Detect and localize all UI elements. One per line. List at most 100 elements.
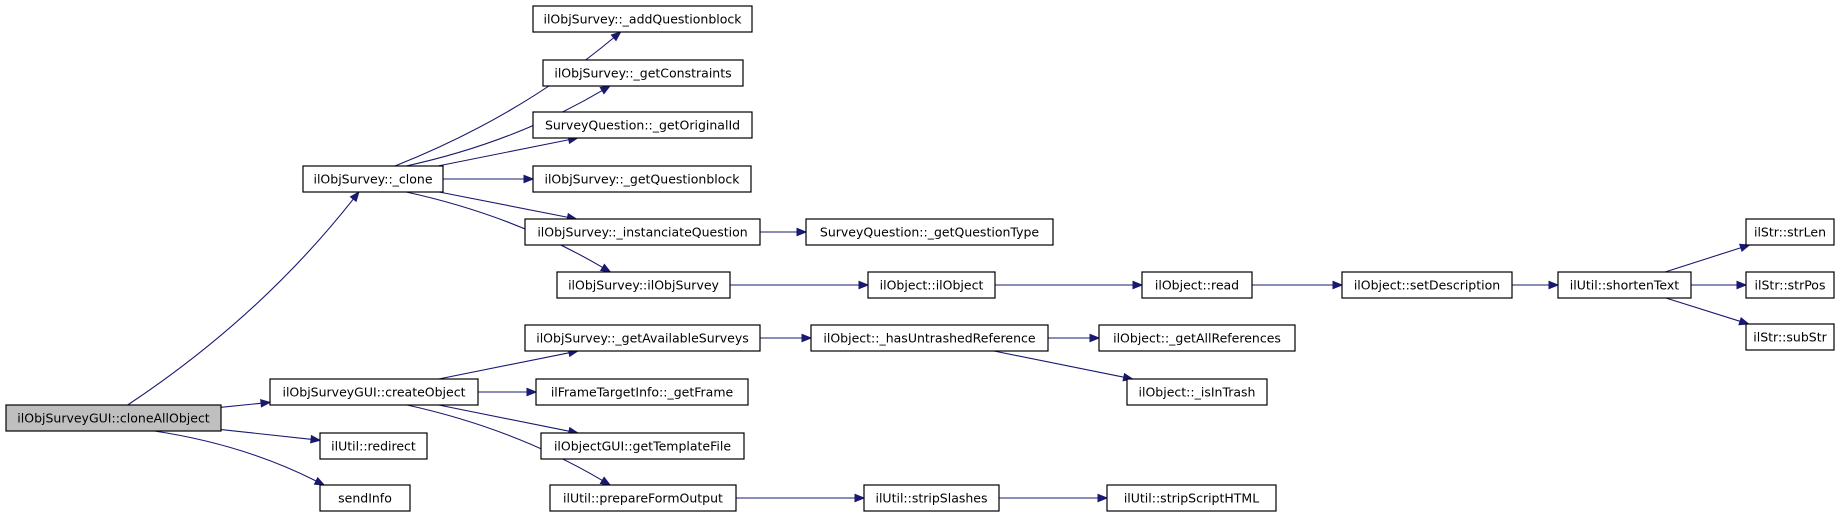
function-node[interactable]: ilUtil::shortenText (1557, 271, 1692, 299)
edge-n9-n11 (759, 227, 808, 237)
edge-n15-n16 (1664, 243, 1751, 273)
edge-line (406, 191, 603, 268)
node-label: ilStr::strPos (1755, 278, 1826, 293)
edge-line (438, 191, 568, 218)
function-node[interactable]: ilObjSurvey::_getConstraints (542, 59, 744, 87)
function-node[interactable]: ilUtil::stripSlashes (863, 484, 1000, 512)
function-node[interactable]: ilObject::read (1141, 271, 1253, 299)
node-box (1745, 218, 1835, 246)
function-node[interactable]: SurveyQuestion::_getQuestionType (805, 218, 1054, 246)
node-label: ilStr::subStr (1753, 330, 1827, 345)
edge-n1-n8 (443, 174, 535, 184)
call-graph-nodes: ilObjSurveyGUI::cloneAllObject ilObjSurve… (5, 5, 1835, 512)
arrowhead-icon (1736, 280, 1748, 290)
arrowhead-icon (1132, 280, 1144, 290)
node-box (556, 271, 731, 299)
edge-n23-n24 (1047, 333, 1101, 343)
node-label: ilStr::strLen (1754, 225, 1826, 240)
function-node[interactable]: ilStr::subStr (1745, 323, 1835, 351)
edge-line (127, 198, 354, 406)
function-node[interactable]: ilUtil::prepareFormOutput (549, 484, 737, 512)
function-node[interactable]: ilStr::strLen (1745, 218, 1835, 246)
function-node[interactable]: ilObjSurveyGUI::createObject (269, 378, 479, 406)
node-label: ilUtil::shortenText (1570, 278, 1679, 293)
node-box (867, 271, 996, 299)
function-node[interactable]: sendInfo (319, 484, 411, 512)
function-node[interactable]: ilObject::_hasUntrashedReference (810, 324, 1049, 352)
arrowhead-icon (801, 333, 813, 343)
edge-n12-n13 (995, 280, 1144, 290)
edge-n23-n25 (993, 350, 1134, 382)
edge-n15-n18 (1665, 297, 1750, 326)
arrowhead-icon (349, 190, 360, 203)
function-node[interactable]: ilObjSurvey::_instanciateQuestion (524, 218, 761, 246)
function-node[interactable]: ilObjSurvey::_clone (302, 165, 444, 193)
arrowhead-icon (1739, 243, 1751, 253)
function-node[interactable]: ilUtil::redirect (319, 432, 428, 460)
node-label: SurveyQuestion::_getQuestionType (820, 225, 1040, 240)
root-function-node[interactable]: ilObjSurveyGUI::cloneAllObject (5, 404, 222, 432)
function-node[interactable]: ilStr::strPos (1745, 271, 1835, 299)
edge-line (993, 350, 1124, 378)
edge-n10-n12 (730, 280, 870, 290)
edge-n0-n1 (127, 190, 360, 406)
arrowhead-icon (854, 493, 866, 503)
arrowhead-icon (1548, 280, 1560, 290)
node-label: ilObjSurvey::_getQuestionblock (544, 172, 740, 187)
node-label: ilObject::ilObject (880, 278, 984, 293)
function-node[interactable]: ilObject::ilObject (867, 271, 996, 299)
edge-line (438, 404, 570, 432)
arrowhead-icon (526, 387, 538, 397)
arrowhead-icon (599, 476, 612, 486)
node-box (535, 378, 749, 406)
function-node[interactable]: ilUtil::stripScriptHTML (1106, 484, 1277, 512)
edge-line (220, 402, 262, 408)
arrowhead-icon (310, 434, 322, 444)
node-box (805, 218, 1054, 246)
function-node[interactable]: ilObjSurvey::_getAvailableSurveys (524, 324, 761, 352)
node-box (532, 5, 753, 33)
edge-line (406, 404, 603, 481)
edge-n15-n17 (1691, 280, 1748, 290)
call-graph-edges (127, 31, 1751, 503)
function-node[interactable]: ilObjectGUI::getTemplateFile (540, 432, 745, 460)
arrowhead-icon (858, 280, 870, 290)
node-box (524, 324, 761, 352)
edge-line (154, 430, 317, 482)
node-box (1141, 271, 1253, 299)
function-node[interactable]: SurveyQuestion::_getOriginalId (532, 111, 753, 139)
node-label: ilObject::read (1155, 278, 1239, 293)
arrowhead-icon (796, 227, 808, 237)
edge-n22-n26 (736, 493, 866, 503)
function-node[interactable]: ilObject::_getAllReferences (1098, 324, 1296, 352)
function-node[interactable]: ilObject::setDescription (1341, 271, 1513, 299)
edge-n1-n6 (405, 85, 612, 167)
function-node[interactable]: ilObjSurvey::_addQuestionblock (532, 5, 753, 33)
arrowhead-icon (1738, 317, 1750, 326)
edge-n0-n3 (220, 429, 322, 444)
node-box (524, 218, 761, 246)
node-box (1098, 324, 1296, 352)
edge-n2-n22 (406, 404, 612, 486)
node-label: SurveyQuestion::_getOriginalId (545, 118, 740, 133)
function-node[interactable]: ilObjSurvey::_getQuestionblock (532, 165, 752, 193)
edge-line (1664, 247, 1741, 273)
edge-n2-n19 (438, 348, 580, 380)
edge-line (405, 90, 603, 167)
node-label: ilFrameTargetInfo::_getFrame (551, 385, 734, 400)
node-label: ilObjSurvey::_addQuestionblock (543, 12, 742, 27)
function-node[interactable]: ilFrameTargetInfo::_getFrame (535, 378, 749, 406)
edge-n1-n5 (394, 31, 622, 167)
node-box (319, 432, 428, 460)
node-label: ilObjSurveyGUI::cloneAllObject (17, 411, 210, 426)
function-node[interactable]: ilObjSurvey::ilObjSurvey (556, 271, 731, 299)
arrowhead-icon (523, 174, 535, 184)
node-label: ilObjSurvey::ilObjSurvey (568, 278, 719, 293)
node-box (810, 324, 1049, 352)
arrowhead-icon (599, 263, 612, 273)
node-box (1341, 271, 1513, 299)
node-box (269, 378, 479, 406)
node-box (863, 484, 1000, 512)
function-node[interactable]: ilObject::_isInTrash (1126, 378, 1268, 406)
